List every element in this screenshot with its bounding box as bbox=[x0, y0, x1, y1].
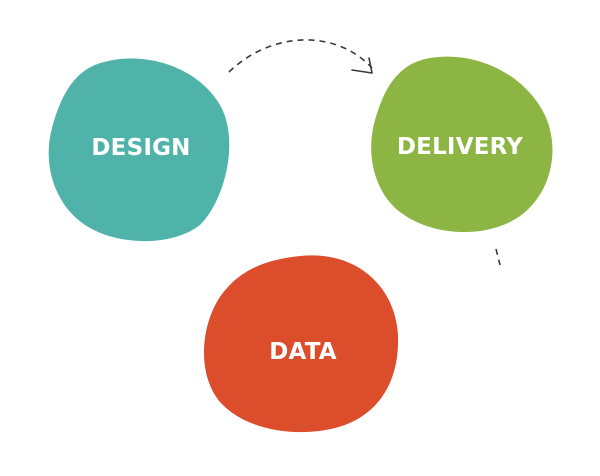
delivery-blob bbox=[371, 56, 553, 233]
delivery-label: DELIVERY bbox=[397, 134, 523, 160]
data-label: DATA bbox=[269, 339, 337, 365]
connector-dash bbox=[495, 248, 501, 266]
design-node: DESIGN bbox=[48, 58, 230, 242]
delivery-to-data-connector bbox=[495, 248, 501, 266]
design-label: DESIGN bbox=[91, 135, 190, 161]
design-blob bbox=[48, 58, 230, 242]
design-to-delivery-connector bbox=[228, 39, 373, 73]
arrowhead-icon bbox=[351, 57, 373, 74]
delivery-node: DELIVERY bbox=[371, 56, 553, 233]
dashed-arrow-icon bbox=[228, 39, 373, 74]
data-node: DATA bbox=[204, 255, 399, 433]
data-blob bbox=[204, 255, 399, 433]
